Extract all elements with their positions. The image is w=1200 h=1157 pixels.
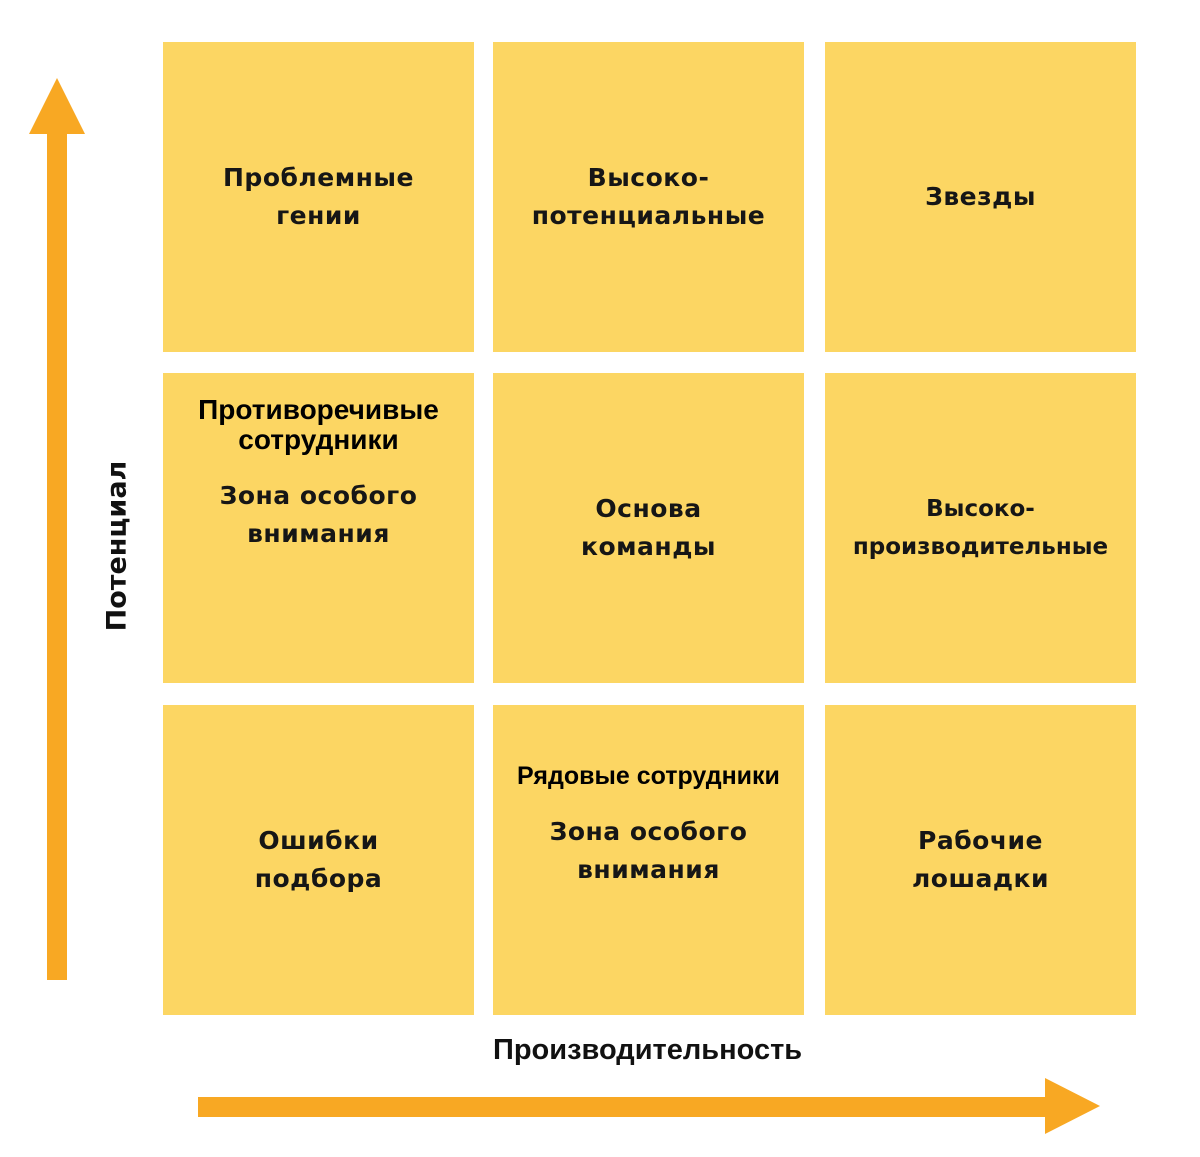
cell-title: Основа команды bbox=[580, 494, 717, 561]
cell-ordinary-employees: Рядовые сотрудники Зона особого внимания bbox=[493, 705, 804, 1015]
cell-high-potential: Высоко- потенциальные bbox=[493, 42, 804, 352]
cell-high-performers: Высоко- производительные bbox=[825, 373, 1136, 683]
cell-title: Высоко- потенциальные bbox=[531, 163, 766, 230]
cell-title: Проблемные гении bbox=[223, 163, 414, 230]
cell-contradictory-employees: Противоречивые сотрудники Зона особого в… bbox=[163, 373, 474, 683]
cell-heading: Рядовые сотрудники bbox=[517, 762, 780, 790]
cell-title: Высоко- производительные bbox=[852, 496, 1109, 560]
x-axis-label: Производительность bbox=[493, 1034, 803, 1066]
cell-heading: Противоречивые сотрудники bbox=[198, 394, 439, 455]
cell-title: Ошибки подбора bbox=[254, 826, 383, 893]
cell-title: Зона особого внимания bbox=[549, 817, 748, 884]
cell-problem-geniuses: Проблемные гении bbox=[163, 42, 474, 352]
cell-title: Рабочие лошадки bbox=[911, 826, 1050, 893]
cell-team-core: Основа команды bbox=[493, 373, 804, 683]
cell-title: Звезды bbox=[925, 182, 1036, 211]
y-axis-arrow-icon bbox=[29, 78, 85, 980]
cell-workhorses: Рабочие лошадки bbox=[825, 705, 1136, 1015]
y-axis-label: Потенциал bbox=[101, 460, 133, 632]
cell-stars: Звезды bbox=[825, 42, 1136, 352]
cell-hiring-mistakes: Ошибки подбора bbox=[163, 705, 474, 1015]
cell-title: Зона особого внимания bbox=[219, 481, 418, 548]
x-axis-arrow-icon bbox=[198, 1078, 1100, 1134]
